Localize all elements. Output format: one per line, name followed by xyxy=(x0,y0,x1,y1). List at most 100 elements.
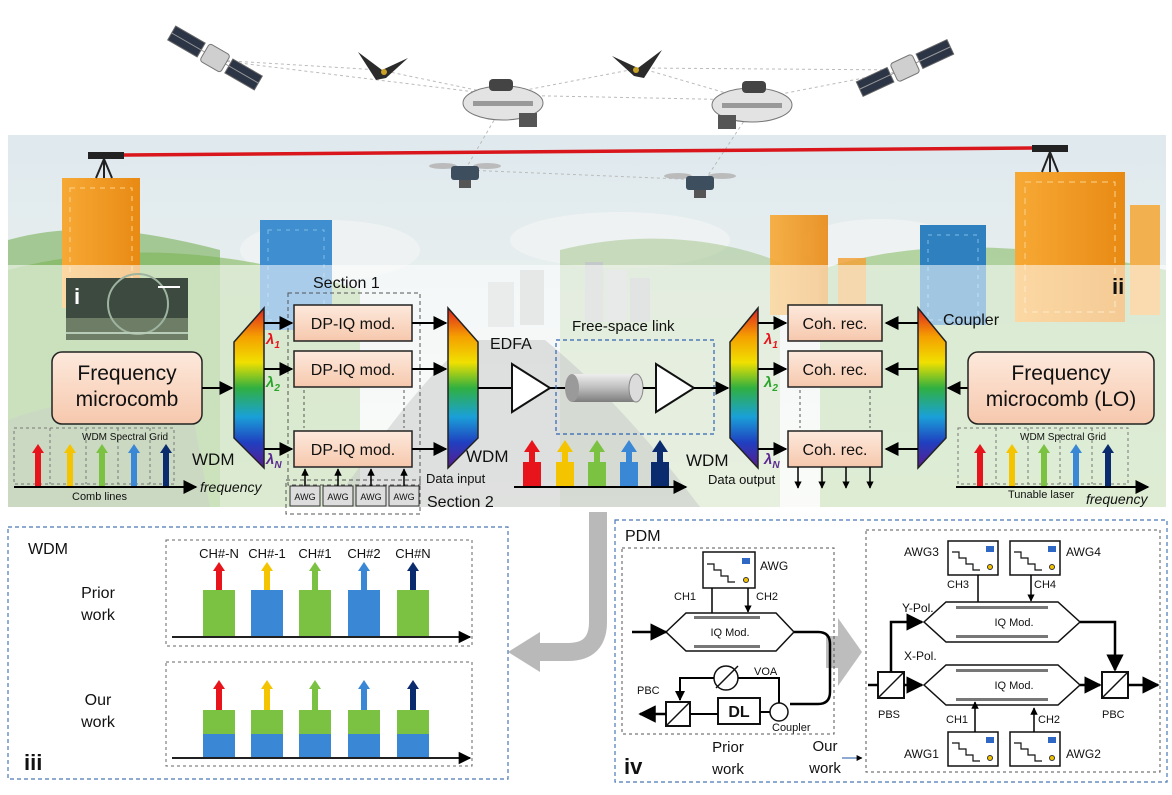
svg-text:Coh. rec.: Coh. rec. xyxy=(803,442,868,459)
ours-carrier-arrow xyxy=(358,680,370,712)
tx-comb-line2: microcomb xyxy=(76,388,179,411)
tx-spectrum: WDM Spectral Grid Comb lines frequency xyxy=(13,427,262,503)
panel-iii-label: iii xyxy=(24,750,42,775)
ours-carrier-arrow xyxy=(407,680,419,712)
quadcopter-left-icon xyxy=(429,163,501,188)
svg-text:Prior: Prior xyxy=(712,739,744,756)
section2-label: Section 2 xyxy=(427,494,494,511)
panel-iv-label: iv xyxy=(624,754,643,779)
link-channel xyxy=(523,440,541,486)
tx-lambda-n: λN xyxy=(265,451,282,471)
modulator-1: DP-IQ mod. xyxy=(293,304,413,342)
channel-label: CH#1 xyxy=(298,546,331,561)
link-spectrum xyxy=(514,440,688,494)
data-output-label: Data output xyxy=(708,472,776,487)
section1-label: Section 1 xyxy=(313,275,380,292)
tx-comb-line xyxy=(128,444,140,486)
telescope-left-icon xyxy=(88,152,124,179)
prior-channel-bar xyxy=(203,562,235,636)
svg-text:AWG: AWG xyxy=(360,492,381,502)
section1-box xyxy=(287,292,421,486)
microring-photo: i xyxy=(66,273,188,340)
prior-channel-bar xyxy=(299,562,331,636)
svg-text:X-Pol.: X-Pol. xyxy=(904,649,937,663)
svg-text:IQ Mod.: IQ Mod. xyxy=(994,617,1033,629)
rx-lo-line xyxy=(1102,444,1114,486)
data-input-label: Data input xyxy=(426,471,486,486)
rx-lambda-n: λN xyxy=(763,451,780,471)
svg-text:AWG: AWG xyxy=(760,559,788,573)
svg-text:CH4: CH4 xyxy=(1034,579,1056,591)
free-space-channel xyxy=(565,373,644,403)
edfa-amplifier xyxy=(511,362,552,414)
comb-lines-label: Comb lines xyxy=(72,491,128,503)
channel-label: CH#N xyxy=(395,546,430,561)
rx-amplifier xyxy=(655,362,696,414)
ours-channel-bar xyxy=(397,680,429,757)
edfa-label: EDFA xyxy=(490,336,532,353)
tx-frequency-label: frequency xyxy=(200,479,262,495)
svg-text:AWG: AWG xyxy=(327,492,348,502)
quadcopter-right-icon xyxy=(664,173,736,198)
svg-text:work: work xyxy=(711,761,744,778)
rx-microcomb-box xyxy=(967,351,1155,425)
svg-text:AWG: AWG xyxy=(294,492,315,502)
link-diagram: i ii Frequency microcomb WDM Section 1 λ… xyxy=(13,273,1155,515)
rx-wdm-label: WDM xyxy=(686,451,728,470)
lo-coupler-demux xyxy=(917,305,947,470)
airship-right-icon xyxy=(711,81,793,129)
tx-wdm-demux xyxy=(233,306,265,470)
svg-text:CH1: CH1 xyxy=(946,714,968,726)
rx-lo-line xyxy=(1006,444,1018,486)
svg-text:Y-Pol.: Y-Pol. xyxy=(902,601,934,615)
ours-carrier-arrow xyxy=(309,680,321,712)
channel-label: CH#-N xyxy=(199,546,239,561)
svg-text:WDM Spectral Grid: WDM Spectral Grid xyxy=(82,432,168,443)
prior-carrier-arrow xyxy=(407,562,419,592)
tx-comb-line xyxy=(96,444,108,486)
svg-text:AWG4: AWG4 xyxy=(1066,545,1101,559)
svg-text:work: work xyxy=(808,760,841,777)
coupler-label: Coupler xyxy=(943,312,1000,329)
panel-iv: PDM iv AWG CH1 CH2 IQ Mod. Coupler DL xyxy=(614,519,1168,783)
tunable-laser-label: Tunable laser xyxy=(1008,489,1075,501)
prior-carrier-arrow xyxy=(358,562,370,592)
prior-work-line2: work xyxy=(80,607,116,624)
svg-text:DP-IQ mod.: DP-IQ mod. xyxy=(311,316,395,333)
pbs-splitter xyxy=(877,671,905,699)
rx-lambda-2: λ2 xyxy=(763,374,778,394)
panel-ii-label: ii xyxy=(1112,274,1124,299)
svg-text:Coh. rec.: Coh. rec. xyxy=(803,316,868,333)
our-work-line2: work xyxy=(80,714,116,731)
airship-left-icon xyxy=(462,79,544,127)
channel-label: CH#2 xyxy=(347,546,380,561)
panel-i-label: i xyxy=(74,284,80,309)
tx-comb-line xyxy=(64,444,76,486)
rx-wdm-demux xyxy=(729,305,759,470)
awg3-icon xyxy=(947,540,999,576)
prior-carrier-arrow xyxy=(213,562,225,592)
prior-carrier-arrow xyxy=(309,562,321,592)
coupler-prior xyxy=(769,702,789,722)
ours-carrier-arrow xyxy=(261,680,273,712)
rx-comb-line2: microcomb (LO) xyxy=(986,388,1137,411)
prior-work-line1: Prior xyxy=(81,585,115,602)
link-channel xyxy=(651,440,669,486)
svg-text:DP-IQ mod.: DP-IQ mod. xyxy=(311,362,395,379)
svg-text:VOA: VOA xyxy=(754,666,778,678)
receiver-2: Coh. rec. xyxy=(787,350,883,388)
pbc-prior xyxy=(665,701,691,727)
svg-text:IQ Mod.: IQ Mod. xyxy=(994,680,1033,692)
delay-line xyxy=(717,697,761,725)
ours-channel-bar xyxy=(203,680,235,757)
svg-text:PBC: PBC xyxy=(1102,709,1125,721)
tx-comb-line1: Frequency xyxy=(77,362,177,385)
svg-text:AWG3: AWG3 xyxy=(904,545,939,559)
ours-carrier-arrow xyxy=(213,680,225,712)
svg-text:AWG: AWG xyxy=(393,492,414,502)
tx-lambda-2: λ2 xyxy=(265,374,280,394)
uav-wing-left-icon xyxy=(358,52,408,80)
rx-lambda-1: λ1 xyxy=(763,331,778,351)
prior-channel-bar xyxy=(348,562,380,636)
